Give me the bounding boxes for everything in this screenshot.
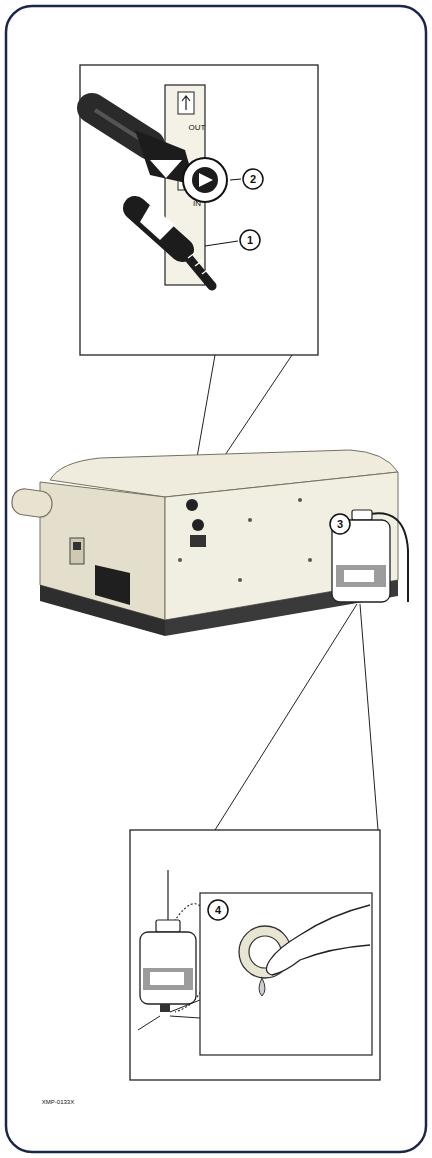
connector-inset [199, 173, 213, 187]
waste-bottle [336, 565, 386, 587]
waste-bottle [215, 604, 357, 830]
instrument-body [238, 578, 242, 582]
instrument-body [192, 519, 204, 531]
instrument-body [298, 498, 302, 502]
instrument-body [308, 558, 312, 562]
instrument-body [73, 542, 81, 550]
instrument-body [70, 538, 84, 564]
instrument-body [186, 499, 198, 511]
connector-inset [80, 65, 318, 488]
connector-inset [182, 96, 190, 110]
instrument-body [248, 518, 252, 522]
connector-inset [80, 65, 318, 355]
drain-inset [200, 893, 372, 1055]
instrument-body [165, 472, 398, 620]
drain-inset [138, 1016, 160, 1030]
connector-inset [140, 205, 175, 240]
waste-bottle [344, 570, 374, 582]
instrument-body [10, 450, 398, 636]
figure-code: XMP-0133X [42, 1099, 74, 1105]
drain-inset [140, 932, 196, 1004]
drain-inset [208, 900, 228, 920]
callout-number: 1 [247, 235, 253, 246]
drain-inset [167, 870, 168, 925]
waste-bottle [330, 514, 350, 534]
connector-inset [243, 169, 263, 189]
connector-inset [150, 160, 182, 178]
drain-inset [156, 920, 180, 932]
drain-inset [150, 972, 184, 985]
callout-number: 3 [337, 519, 343, 530]
connector-inset [178, 92, 194, 114]
connector-inset [183, 158, 227, 202]
callout-number: 2 [250, 174, 256, 185]
connector-inset [188, 252, 210, 274]
instrument-body [178, 558, 182, 562]
drain-inset [143, 968, 193, 990]
connector-inset [192, 167, 218, 193]
instrument-body [10, 487, 53, 518]
drain-inset [170, 1016, 200, 1018]
connector-inset [182, 250, 212, 286]
drain-inset [266, 905, 370, 975]
drain-inset [130, 830, 380, 1080]
drain-inset [170, 1000, 200, 1012]
callout-number: 4 [215, 905, 221, 916]
drain-inset [160, 1004, 170, 1012]
connector-inset [230, 179, 241, 180]
outer-frame [6, 6, 426, 1152]
drain-inset [130, 830, 380, 1080]
port-label: IN [193, 200, 201, 208]
connector-inset [240, 230, 260, 250]
drain-inset [259, 978, 265, 996]
instrument-body [190, 535, 206, 547]
instrument-body [95, 565, 130, 605]
port-label: OUT [189, 124, 206, 132]
waste-bottle [215, 510, 408, 830]
connector-inset [205, 241, 238, 246]
waste-bottle [352, 510, 372, 520]
waste-bottle [360, 604, 378, 830]
